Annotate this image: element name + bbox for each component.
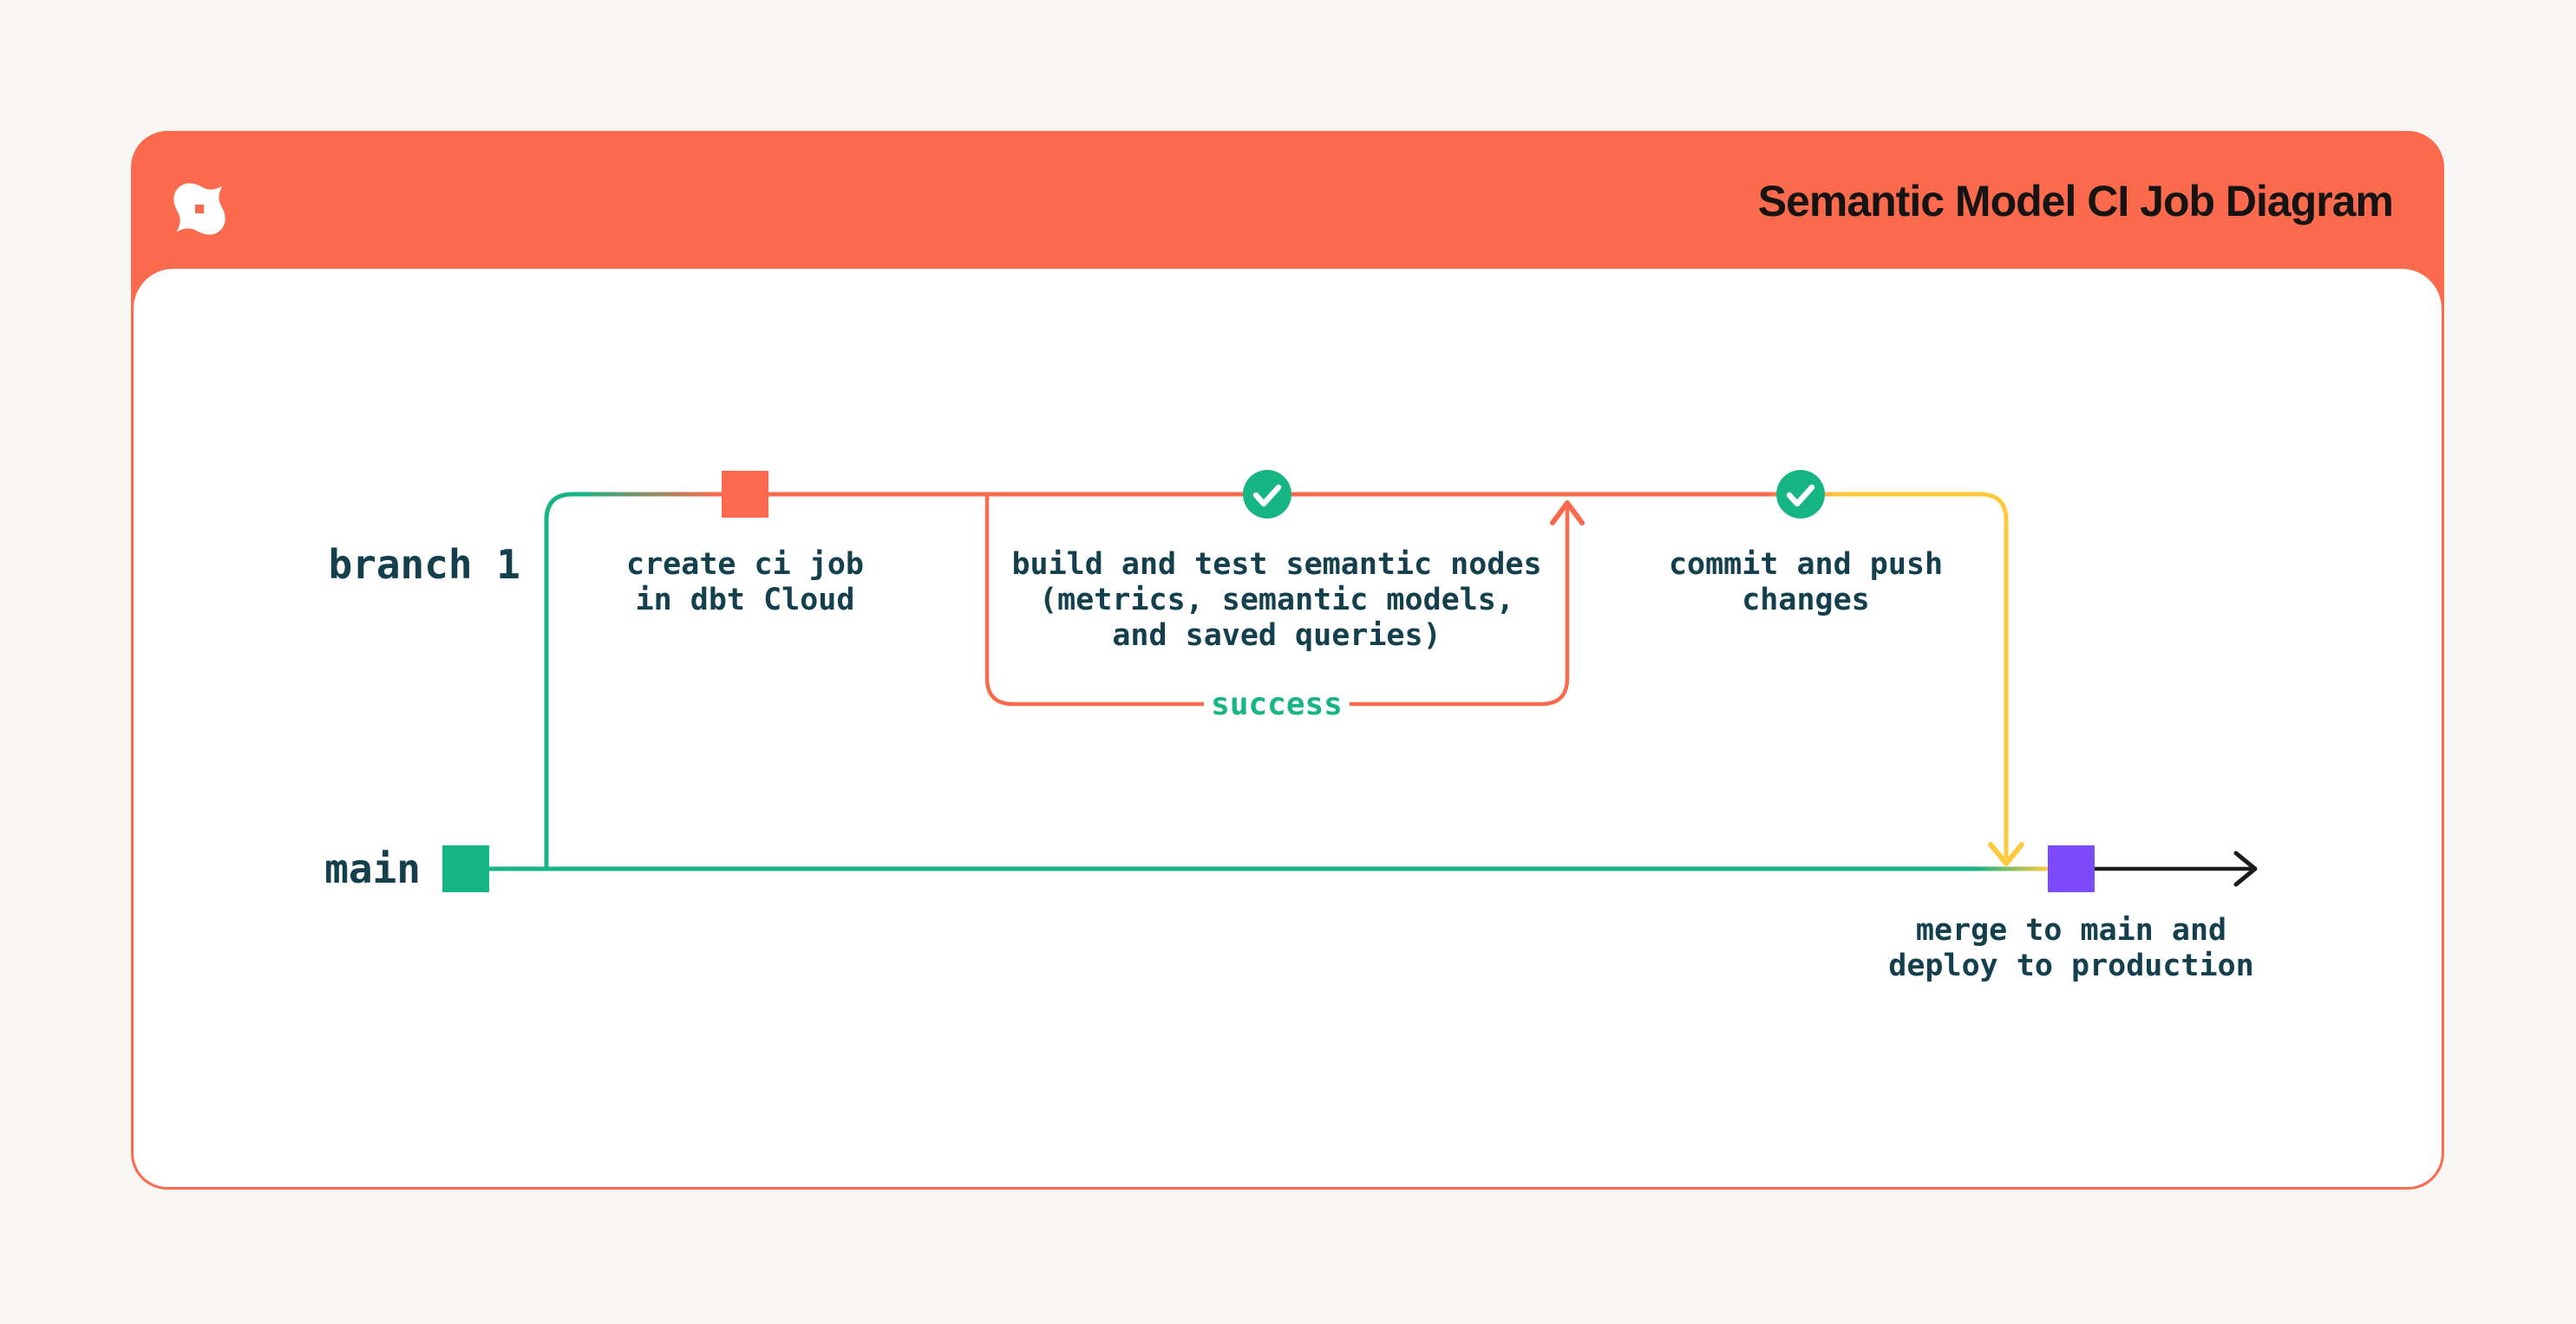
diagram-card: Semantic Model CI Job Diagram — [131, 131, 2444, 1190]
card-header: Semantic Model CI Job Diagram — [134, 134, 2442, 269]
page-title: Semantic Model CI Job Diagram — [1757, 177, 2394, 225]
dbt-logo-icon — [173, 183, 226, 235]
card-body — [134, 269, 2442, 1187]
